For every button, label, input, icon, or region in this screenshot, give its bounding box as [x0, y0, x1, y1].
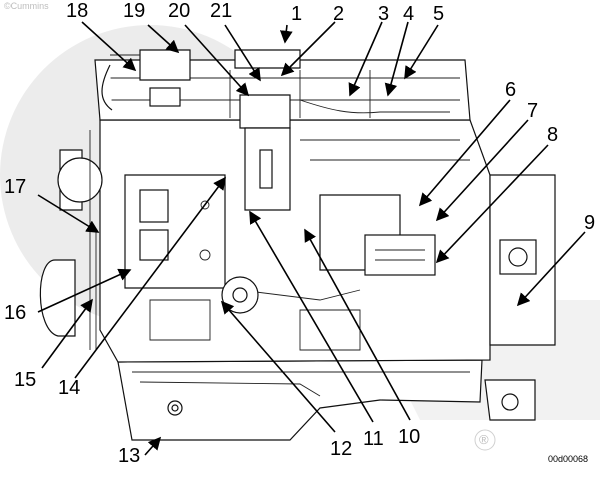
watermark-registered-mark: ® — [479, 432, 489, 447]
leader-9 — [516, 231, 586, 307]
figure-code: 00d00068 — [548, 454, 588, 464]
callout-9: 9 — [584, 212, 595, 234]
leader-15 — [41, 298, 93, 369]
callout-5: 5 — [433, 3, 444, 25]
callout-3: 3 — [378, 3, 389, 25]
callout-6: 6 — [505, 79, 516, 101]
leader-12 — [220, 300, 336, 433]
leader-lines — [37, 21, 586, 456]
leader-2 — [280, 21, 336, 77]
callout-12: 12 — [330, 438, 352, 460]
leader-11 — [249, 210, 374, 423]
callout-2: 2 — [333, 3, 344, 25]
callout-16: 16 — [4, 302, 26, 324]
leader-4 — [384, 21, 409, 97]
callout-labels: 1 2 3 4 5 6 7 8 9 10 11 12 13 14 15 16 1… — [4, 0, 595, 467]
leader-6 — [418, 99, 511, 207]
leader-1 — [279, 24, 293, 44]
watermark-brand: ©Cummins — [4, 1, 49, 11]
callout-14: 14 — [58, 377, 80, 399]
leader-20 — [184, 24, 250, 97]
leader-18 — [81, 21, 137, 72]
leader-17 — [37, 194, 100, 233]
callout-18: 18 — [66, 0, 88, 22]
leader-13 — [144, 436, 162, 456]
callout-19: 19 — [123, 0, 145, 22]
callout-4: 4 — [403, 3, 414, 25]
leader-10 — [304, 228, 411, 421]
callout-13: 13 — [118, 445, 140, 467]
callout-7: 7 — [527, 100, 538, 122]
callout-15: 15 — [14, 369, 36, 391]
leader-19 — [147, 24, 180, 54]
callout-21: 21 — [210, 0, 232, 22]
callout-1: 1 — [291, 3, 302, 25]
callout-20: 20 — [168, 0, 190, 22]
callout-8: 8 — [547, 124, 558, 146]
leader-7 — [435, 119, 529, 222]
callout-17: 17 — [4, 176, 26, 198]
engine-drawing — [39, 49, 556, 441]
leader-21 — [224, 24, 261, 82]
callout-11: 11 — [363, 428, 384, 450]
leader-5 — [404, 24, 439, 80]
leader-16 — [37, 268, 132, 313]
leader-14 — [74, 176, 226, 379]
leader-8 — [435, 144, 549, 264]
leader-3 — [348, 21, 383, 97]
callout-10: 10 — [398, 426, 420, 448]
